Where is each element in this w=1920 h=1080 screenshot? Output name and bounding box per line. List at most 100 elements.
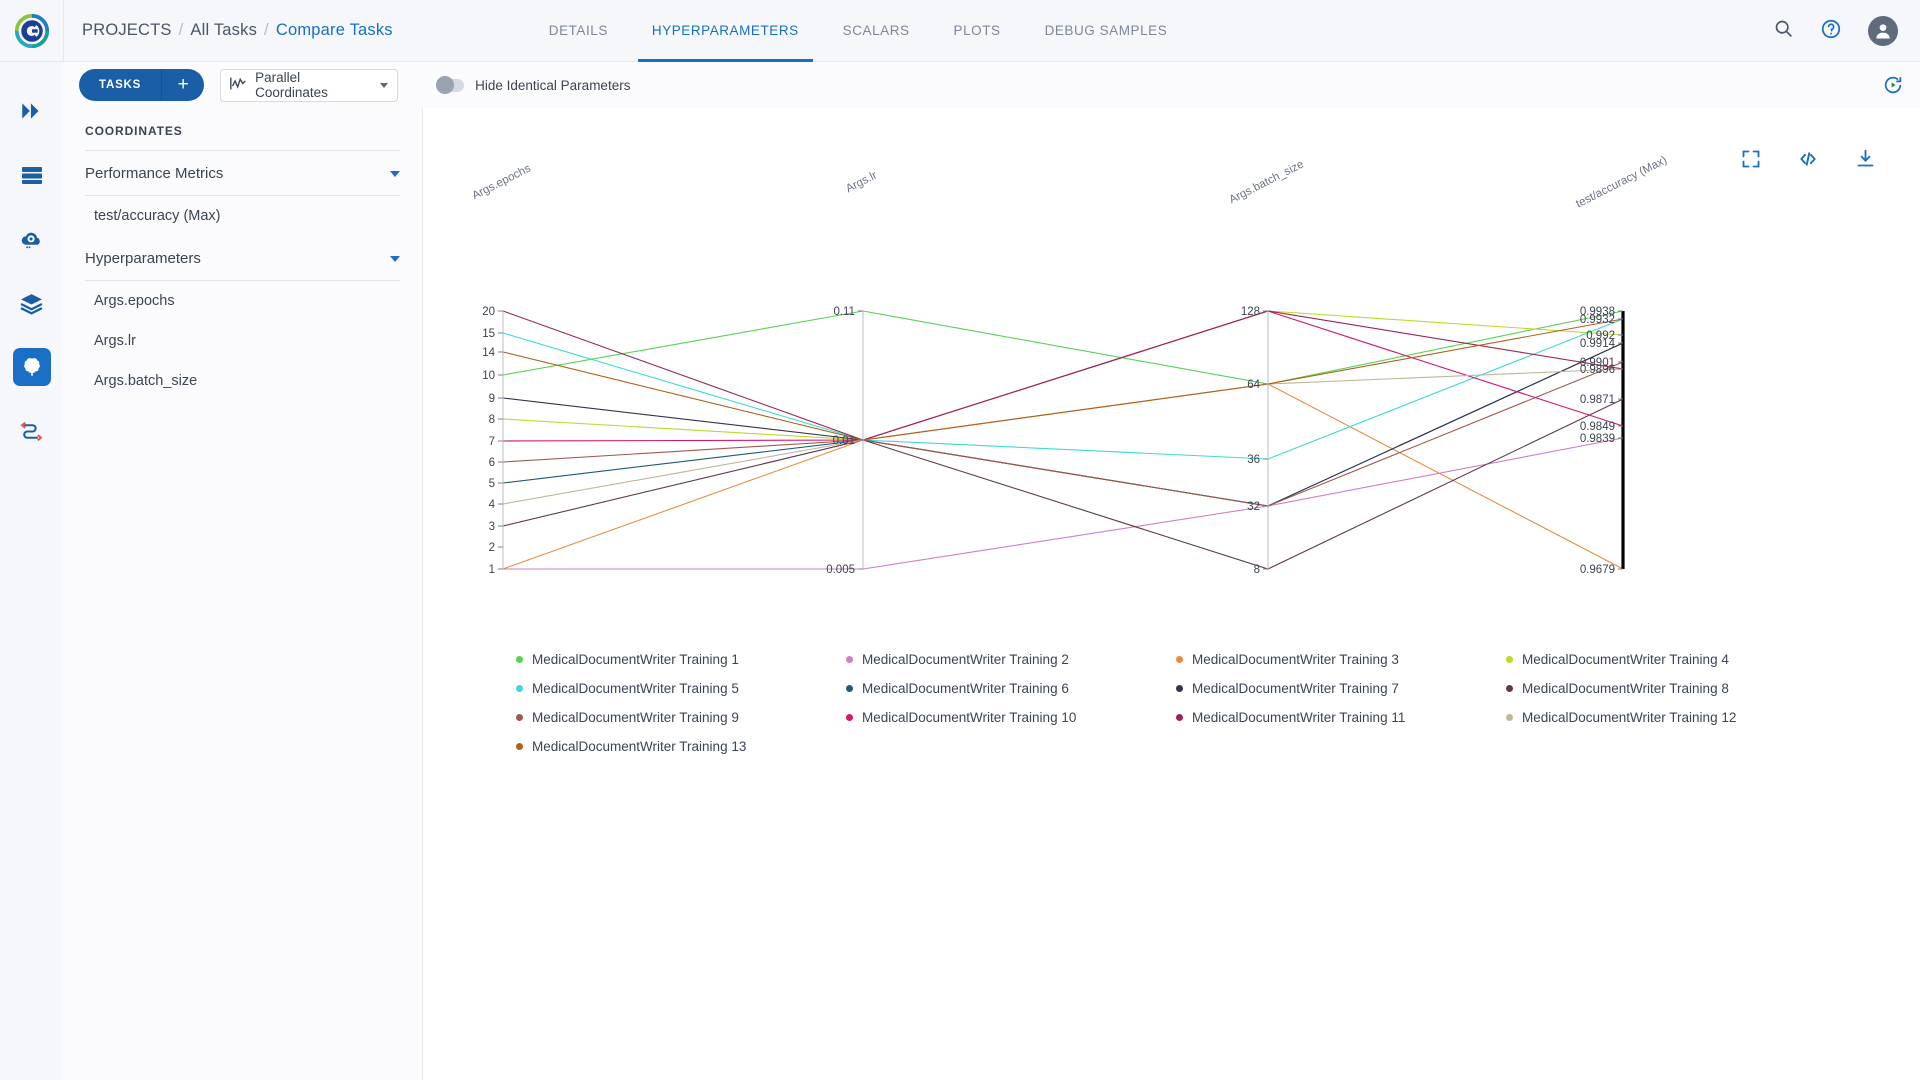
line-chart-icon bbox=[230, 76, 247, 94]
breadcrumb-all-tasks[interactable]: All Tasks bbox=[190, 21, 258, 39]
legend-color-dot bbox=[516, 743, 523, 750]
axis-tick-label: 8 bbox=[1254, 564, 1260, 576]
legend-color-dot bbox=[516, 714, 523, 721]
sidebar-item-orchestration[interactable] bbox=[13, 220, 51, 258]
legend-color-dot bbox=[1506, 656, 1513, 663]
coordinate-item-args-epochs[interactable]: Args.epochs bbox=[94, 293, 175, 309]
axis-tick-label: 8 bbox=[489, 414, 495, 426]
axis-tick-label: 2 bbox=[489, 542, 495, 554]
legend-item[interactable]: MedicalDocumentWriter Training 1 bbox=[516, 645, 846, 674]
plot-type-select[interactable]: Parallel Coordinates bbox=[220, 68, 399, 102]
legend-label: MedicalDocumentWriter Training 7 bbox=[1192, 681, 1399, 696]
add-task-button[interactable]: + bbox=[162, 69, 205, 101]
clearml-logo-icon[interactable] bbox=[0, 0, 63, 62]
series-line[interactable] bbox=[502, 383, 1624, 570]
series-line[interactable] bbox=[502, 310, 1624, 385]
axis-tick-label: 0.11 bbox=[833, 306, 855, 318]
coordinate-item-args-lr[interactable]: Args.lr bbox=[94, 333, 136, 349]
tab-plots[interactable]: PLOTS bbox=[953, 23, 1001, 38]
breadcrumb-compare-tasks[interactable]: Compare Tasks bbox=[275, 21, 393, 39]
download-icon[interactable] bbox=[1855, 148, 1876, 174]
legend-color-dot bbox=[1506, 685, 1513, 692]
top-bar: PROJECTS / All Tasks / Compare Tasks DET… bbox=[0, 0, 1920, 62]
legend-item[interactable]: MedicalDocumentWriter Training 2 bbox=[846, 645, 1176, 674]
legend-label: MedicalDocumentWriter Training 3 bbox=[1192, 652, 1399, 667]
search-icon[interactable] bbox=[1773, 18, 1794, 44]
sidebar-item-pipelines[interactable] bbox=[13, 92, 51, 130]
group-hyperparameters-label: Hyperparameters bbox=[85, 250, 201, 267]
axis-tick-label: 14 bbox=[482, 347, 495, 359]
series-line[interactable] bbox=[503, 437, 1624, 570]
legend-item[interactable]: MedicalDocumentWriter Training 13 bbox=[516, 732, 846, 761]
plot-legend: MedicalDocumentWriter Training 1 MedicalD… bbox=[516, 645, 1836, 761]
avatar[interactable] bbox=[1868, 16, 1898, 46]
tasks-button[interactable]: TASKS bbox=[79, 69, 163, 101]
legend-label: MedicalDocumentWriter Training 10 bbox=[862, 710, 1077, 725]
plot-toolbar: TASKS + Parallel Coordinates Hide Identi… bbox=[63, 62, 1920, 108]
toggle-track[interactable] bbox=[436, 76, 465, 94]
legend-item[interactable]: MedicalDocumentWriter Training 9 bbox=[516, 703, 846, 732]
axis-title: test/accuracy (Max) bbox=[1574, 154, 1669, 210]
breadcrumb-separator: / bbox=[178, 21, 184, 39]
tab-debug-samples[interactable]: DEBUG SAMPLES bbox=[1044, 23, 1168, 38]
axis-tick-label: 0.9839 bbox=[1580, 433, 1615, 445]
legend-item[interactable]: MedicalDocumentWriter Training 4 bbox=[1506, 645, 1836, 674]
breadcrumb-projects[interactable]: PROJECTS bbox=[82, 21, 172, 39]
legend-label: MedicalDocumentWriter Training 1 bbox=[532, 652, 739, 667]
auto-refresh-icon[interactable] bbox=[1882, 74, 1904, 96]
series-line[interactable] bbox=[502, 310, 1624, 441]
coordinate-item-args-batch-size[interactable]: Args.batch_size bbox=[94, 373, 198, 389]
legend-label: MedicalDocumentWriter Training 5 bbox=[532, 681, 739, 696]
chevron-down-icon-2[interactable] bbox=[390, 255, 400, 262]
help-circle-icon[interactable] bbox=[1820, 18, 1842, 45]
legend-label: MedicalDocumentWriter Training 2 bbox=[862, 652, 1069, 667]
plot-tool-buttons bbox=[1741, 148, 1876, 174]
sidebar-item-models[interactable] bbox=[13, 284, 51, 322]
axis-tick-label: 128 bbox=[1241, 306, 1260, 318]
axis-tick-label: 4 bbox=[489, 499, 496, 511]
series-line[interactable] bbox=[502, 318, 1624, 460]
series-line[interactable] bbox=[502, 368, 1624, 505]
group-performance-metrics-label: Performance Metrics bbox=[85, 165, 224, 182]
hide-identical-label: Hide Identical Parameters bbox=[475, 77, 631, 93]
code-icon[interactable] bbox=[1797, 149, 1819, 174]
legend-item[interactable]: MedicalDocumentWriter Training 7 bbox=[1176, 674, 1506, 703]
axis-tick-label: 10 bbox=[482, 370, 495, 382]
breadcrumb-separator-2: / bbox=[264, 21, 269, 39]
legend-item[interactable]: MedicalDocumentWriter Training 11 bbox=[1176, 703, 1506, 732]
fullscreen-icon[interactable] bbox=[1741, 149, 1761, 174]
axis-tick-label: 3 bbox=[489, 521, 495, 533]
chevron-down-icon[interactable] bbox=[390, 170, 400, 177]
tab-details[interactable]: DETAILS bbox=[548, 23, 608, 38]
axis-title: Args.epochs bbox=[470, 162, 533, 202]
series-line[interactable] bbox=[502, 361, 1624, 507]
sidebar-item-datasets[interactable] bbox=[13, 156, 51, 194]
axis-tick-label: 0.9932 bbox=[1580, 314, 1615, 326]
legend-label: MedicalDocumentWriter Training 8 bbox=[1522, 681, 1729, 696]
tab-hyperparameters[interactable]: HYPERPARAMETERS bbox=[637, 0, 813, 62]
legend-label: MedicalDocumentWriter Training 11 bbox=[1192, 710, 1406, 725]
legend-item[interactable]: MedicalDocumentWriter Training 8 bbox=[1506, 674, 1836, 703]
legend-item[interactable]: MedicalDocumentWriter Training 10 bbox=[846, 703, 1176, 732]
axis-tick-label: 0.9896 bbox=[1580, 364, 1615, 376]
legend-item[interactable]: MedicalDocumentWriter Training 3 bbox=[1176, 645, 1506, 674]
sidebar-item-workflows[interactable] bbox=[13, 412, 51, 450]
legend-item[interactable]: MedicalDocumentWriter Training 6 bbox=[846, 674, 1176, 703]
series-line[interactable] bbox=[502, 318, 1624, 441]
axis-tick-label: 0.9679 bbox=[1580, 564, 1615, 576]
legend-label: MedicalDocumentWriter Training 9 bbox=[532, 710, 739, 725]
sidebar-item-experiments[interactable] bbox=[12, 348, 51, 386]
left-nav-rail bbox=[0, 62, 63, 1080]
legend-item[interactable]: MedicalDocumentWriter Training 12 bbox=[1506, 703, 1836, 732]
chevron-down-icon[interactable] bbox=[380, 82, 389, 88]
legend-item[interactable]: MedicalDocumentWriter Training 5 bbox=[516, 674, 846, 703]
axis-tick-label: 15 bbox=[482, 328, 495, 340]
legend-label: MedicalDocumentWriter Training 13 bbox=[532, 739, 747, 754]
coordinate-item-test-accuracy[interactable]: test/accuracy (Max) bbox=[94, 208, 221, 224]
group-performance-metrics[interactable]: Performance Metrics bbox=[85, 151, 400, 196]
hide-identical-parameters-toggle[interactable]: Hide Identical Parameters bbox=[436, 76, 631, 94]
tab-scalars[interactable]: SCALARS bbox=[842, 23, 910, 38]
toggle-knob bbox=[436, 76, 455, 94]
series-line[interactable] bbox=[502, 398, 1624, 570]
group-hyperparameters[interactable]: Hyperparameters bbox=[85, 236, 400, 281]
